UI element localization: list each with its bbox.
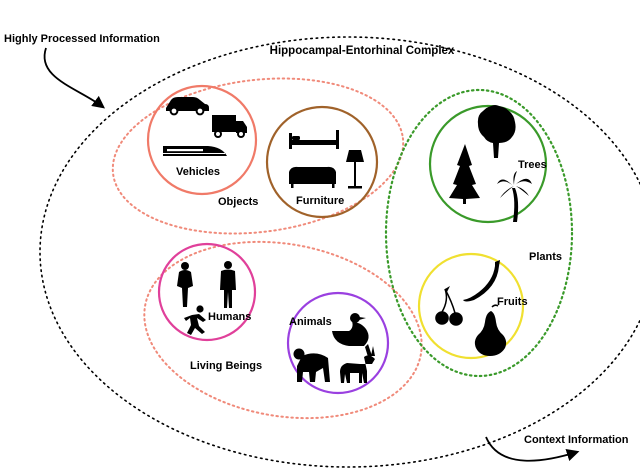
bed-icon	[289, 130, 339, 149]
trees-circle	[428, 104, 548, 224]
trees-label: Trees	[518, 159, 547, 171]
banana-icon	[463, 260, 500, 302]
hippocampal-complex-boundary	[39, 36, 640, 468]
input-label: Highly Processed Information	[4, 33, 160, 45]
objects-group-label: Objects	[218, 196, 258, 208]
humans-label: Humans	[208, 311, 251, 323]
sofa-icon	[289, 166, 336, 188]
input-arrow	[43, 47, 106, 109]
truck-icon	[212, 115, 247, 138]
conifer-icon	[449, 144, 480, 204]
animals-label: Animals	[289, 316, 332, 328]
vehicles-circle	[146, 84, 258, 196]
output-arrow	[485, 436, 580, 462]
objects-group-boundary	[111, 77, 405, 235]
donkey-icon	[340, 344, 375, 383]
complex-title: Hippocampal-Entorhinal Complex	[270, 45, 455, 57]
car-icon	[166, 97, 209, 116]
man-icon	[220, 261, 236, 308]
woman-icon	[177, 262, 193, 307]
palm-tree-icon	[497, 171, 532, 222]
train-icon	[163, 146, 227, 156]
runner-icon	[184, 305, 206, 335]
plants-group-boundary	[384, 88, 574, 378]
cherries-icon	[435, 286, 463, 326]
duck-icon	[332, 313, 369, 346]
output-label: Context Information	[524, 434, 629, 446]
chimpanzee-icon	[293, 348, 330, 382]
living-beings-group-label: Living Beings	[190, 360, 262, 372]
animals-circle	[286, 291, 390, 395]
vehicles-label: Vehicles	[176, 166, 220, 178]
plants-group-label: Plants	[529, 251, 562, 263]
living-beings-group-boundary	[143, 240, 423, 420]
fruits-circle	[417, 252, 525, 360]
floor-lamp-icon	[346, 150, 364, 189]
fruits-label: Fruits	[497, 296, 528, 308]
deciduous-tree-icon	[477, 105, 516, 158]
furniture-label: Furniture	[296, 195, 344, 207]
pear-icon	[474, 304, 507, 356]
humans-circle	[157, 242, 257, 342]
furniture-circle	[265, 105, 379, 219]
